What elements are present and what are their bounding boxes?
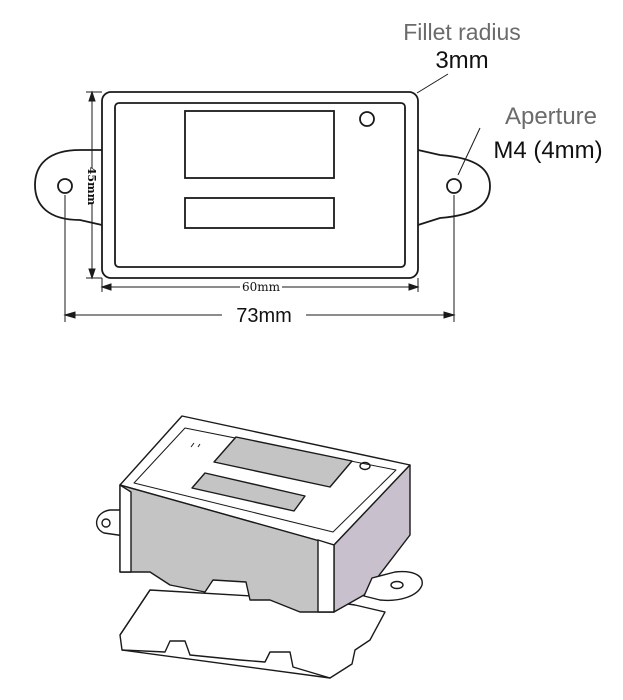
dimension-lines bbox=[63, 73, 481, 322]
aperture-label: Aperture bbox=[505, 103, 597, 130]
iso-left-mount-hole bbox=[101, 518, 111, 528]
iso-right-mounting-ear bbox=[363, 570, 423, 602]
right-mounting-ear bbox=[417, 149, 491, 226]
iso-slot-window bbox=[191, 472, 306, 512]
aperture-value: M4 (4mm) bbox=[493, 137, 602, 164]
isometric-view-drawing bbox=[95, 415, 423, 679]
iso-right-mount-hole bbox=[390, 580, 404, 590]
iso-indicator-hole bbox=[359, 461, 371, 471]
enclosure-inner-outline bbox=[114, 102, 406, 268]
right-mount-hole bbox=[446, 178, 462, 194]
fillet-radius-label: Fillet radius bbox=[403, 19, 521, 45]
left-mounting-ear bbox=[34, 149, 103, 226]
fillet-radius-value: 3mm bbox=[435, 47, 488, 74]
enclosure-outer-outline bbox=[101, 91, 419, 279]
iso-display-window bbox=[213, 436, 353, 488]
top-view-drawing bbox=[34, 91, 491, 279]
inner-width-dimension-label: 60mm bbox=[242, 280, 281, 294]
outer-width-dimension-label: 73mm bbox=[236, 305, 292, 327]
display-window bbox=[184, 110, 335, 179]
height-dimension-label: 45mm bbox=[85, 167, 98, 206]
left-mount-hole bbox=[57, 178, 73, 194]
indicator-hole bbox=[359, 111, 375, 127]
lower-slot-window bbox=[184, 197, 335, 229]
